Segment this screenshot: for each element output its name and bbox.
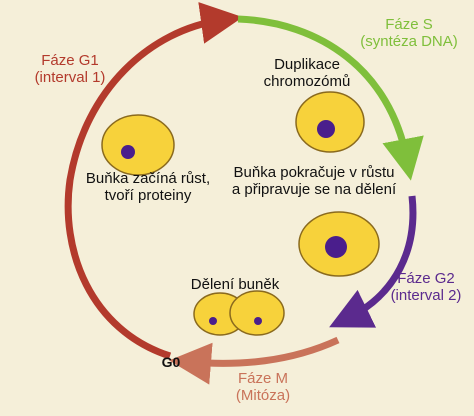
desc-division: Dělení buněk — [180, 276, 290, 293]
desc-growth-continue-line2: a připravuje se na dělení — [231, 181, 397, 199]
desc-growth-start-line2: tvoří proteiny — [104, 187, 192, 205]
phase-m-name: Fáze M — [237, 370, 288, 387]
phase-s-name: Fáze S — [385, 16, 433, 33]
nucleus-s — [317, 120, 335, 138]
cell-dividing-right — [229, 290, 285, 336]
cell-g2 — [298, 211, 380, 277]
arc-g2 — [329, 195, 417, 328]
desc-growth-start-line1: Buňka začíná růst, — [85, 170, 211, 187]
arc-m — [169, 336, 340, 385]
arc-g1 — [64, 2, 243, 360]
desc-division-line1: Dělení buněk — [190, 276, 280, 293]
label-phase-g2: Fáze G2 (interval 2) — [382, 270, 470, 305]
desc-growth-start: Buňka začíná růst, tvoří proteiny — [78, 170, 218, 205]
nucleus-divide-left — [209, 317, 217, 325]
desc-duplication-line1: Duplikace — [274, 56, 340, 73]
nucleus-g2 — [325, 236, 347, 258]
label-g0: G0 — [161, 354, 181, 370]
desc-growth-continue-line1: Buňka pokračuje v růstu — [233, 164, 395, 181]
desc-duplication-line2: chromozómů — [263, 73, 351, 91]
nucleus-divide-right — [254, 317, 262, 325]
desc-duplication: Duplikace chromozómů — [250, 56, 364, 91]
desc-growth-continue: Buňka pokračuje v růstu a připravuje se … — [226, 164, 402, 199]
phase-s-sub: (syntéza DNA) — [360, 33, 458, 51]
label-phase-g1: Fáze G1 (interval 1) — [18, 52, 122, 87]
label-phase-s: Fáze S (syntéza DNA) — [348, 16, 470, 51]
phase-g2-sub: (interval 2) — [390, 287, 462, 305]
phase-g1-sub: (interval 1) — [34, 69, 106, 87]
nucleus-g1 — [121, 145, 135, 159]
phase-g1-name: Fáze G1 — [41, 52, 99, 69]
phase-g2-name: Fáze G2 — [397, 270, 455, 287]
cell-g1 — [101, 114, 175, 176]
label-phase-m: Fáze M (Mitóza) — [218, 370, 308, 405]
arc-s — [237, 15, 424, 181]
phase-m-sub: (Mitóza) — [235, 387, 291, 405]
cell-s — [295, 91, 365, 153]
